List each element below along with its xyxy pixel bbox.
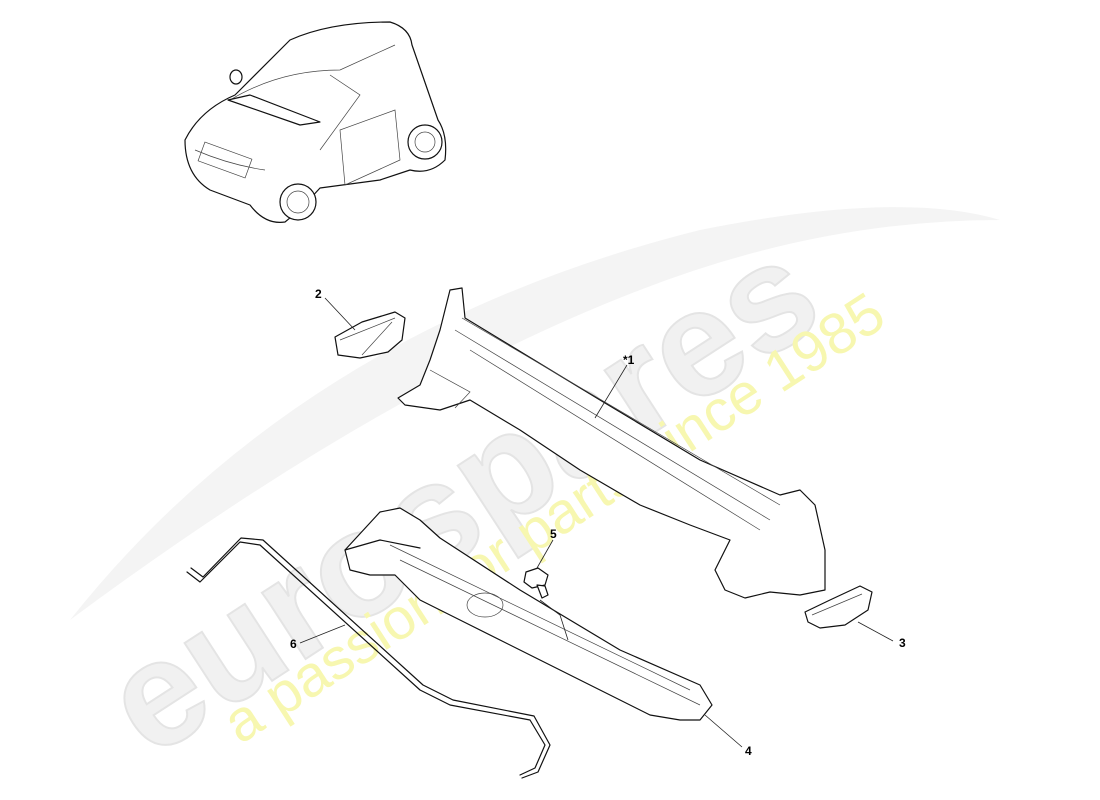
- callout-2: 2: [315, 287, 322, 301]
- part-2-left-bracket: [334, 311, 406, 359]
- callout-6: 6: [290, 637, 297, 651]
- part-4-cowl-lower: [344, 507, 713, 721]
- callout-1: *1: [623, 353, 635, 367]
- part-6-seal-strip: [186, 537, 551, 779]
- part-1-cowl-top: [397, 287, 826, 599]
- callout-5: 5: [550, 527, 557, 541]
- part-5-bolt: [523, 567, 549, 599]
- callout-3: 3: [899, 636, 906, 650]
- leader-lines: [299, 297, 894, 748]
- car-thumbnail: [184, 21, 447, 223]
- callout-4: 4: [745, 744, 752, 758]
- part-3-right-bracket: [804, 585, 873, 629]
